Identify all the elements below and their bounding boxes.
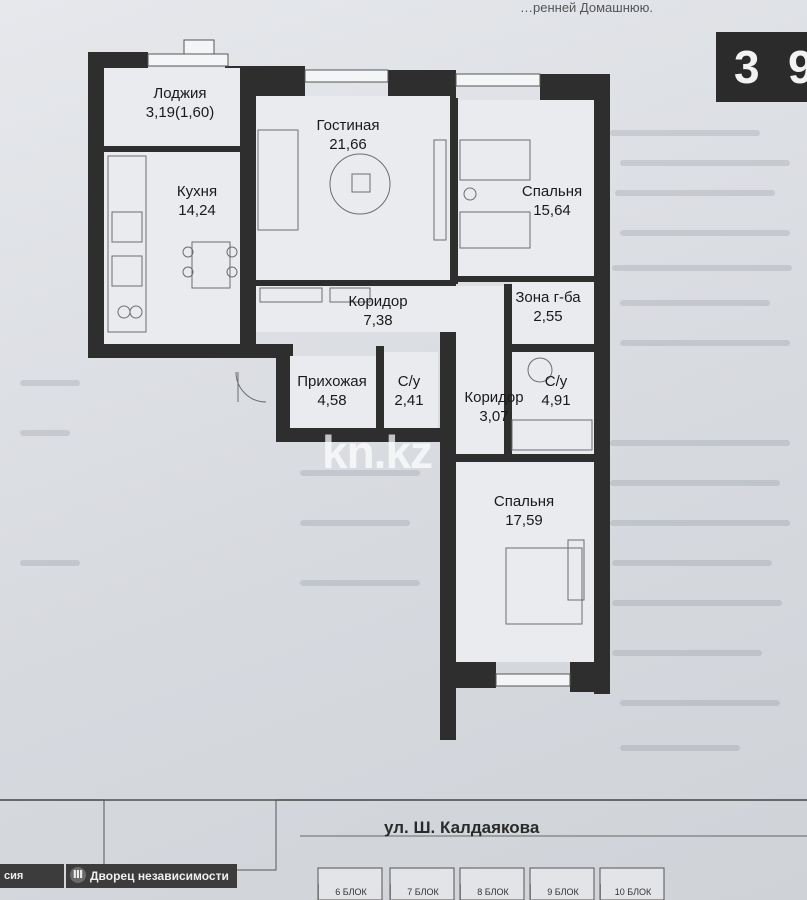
block-label: 10 БЛОК [600,884,665,900]
room-name: Гостиная [316,117,380,134]
landmark-icon: Ⅲ [70,867,86,883]
room-wardrobe: Зона г-ба 2,55 [515,288,580,326]
landmark-label: Ⅲ Дворец независимости [66,864,237,888]
room-name: Прихожая [297,373,367,390]
furniture [107,129,593,625]
block-label: 8 БЛОК [460,884,525,900]
room-area: 21,66 [329,136,367,153]
room-area: 15,64 [533,202,571,219]
block-label: 9 БЛОК [530,884,595,900]
room-name: С/у [544,373,568,390]
landmark-left-label: сия [0,864,64,888]
windows [147,39,571,687]
room-area: 3,19(1,60) [145,104,215,121]
room-floors [104,68,594,662]
room-name: Коридор [348,293,408,310]
room-area: 7,38 [363,312,393,329]
room-wc-2: С/у 4,91 [541,372,570,410]
room-area: 2,55 [533,308,563,325]
room-living: Гостиная 21,66 [317,116,380,154]
room-area: 17,59 [505,512,543,529]
room-wc-1: С/у 2,41 [394,372,423,410]
room-kitchen: Кухня 14,24 [177,182,217,220]
room-name: Коридор [464,389,524,406]
block-label: 7 БЛОК [390,884,455,900]
room-hall: Прихожая 4,58 [297,372,367,410]
watermark: kn.kz [322,426,433,478]
room-count: 3 [734,41,760,93]
room-name: Спальня [493,493,555,510]
room-area: 3,07 [479,408,509,425]
room-name: Лоджия [153,85,207,102]
street-name: ул. Ш. Калдаякова [384,818,540,837]
site-map [0,799,807,900]
header-fragment: …ренней Домашнюю. [520,0,653,15]
room-loggia: Лоджия 3,19(1,60) [146,84,214,122]
badge-suffix: 9 [788,41,807,93]
room-bedroom-1: Спальня 15,64 [522,182,582,220]
room-corridor-1: Коридор 7,38 [348,292,407,330]
room-count-badge: 3 9 [716,32,807,102]
room-area: 4,58 [317,392,347,409]
room-name: Зона г-ба [515,289,581,306]
room-corridor-2: Коридор 3,07 [464,388,523,426]
landmark-text: Дворец независимости [90,869,229,883]
room-name: С/у [397,373,421,390]
block-label: 6 БЛОК [318,884,383,900]
walls [88,52,610,740]
room-bedroom-2: Спальня 17,59 [494,492,554,530]
room-name: Кухня [176,183,218,200]
room-name: Спальня [521,183,583,200]
room-area: 4,91 [541,392,571,409]
room-area: 2,41 [394,392,424,409]
room-area: 14,24 [178,202,216,219]
